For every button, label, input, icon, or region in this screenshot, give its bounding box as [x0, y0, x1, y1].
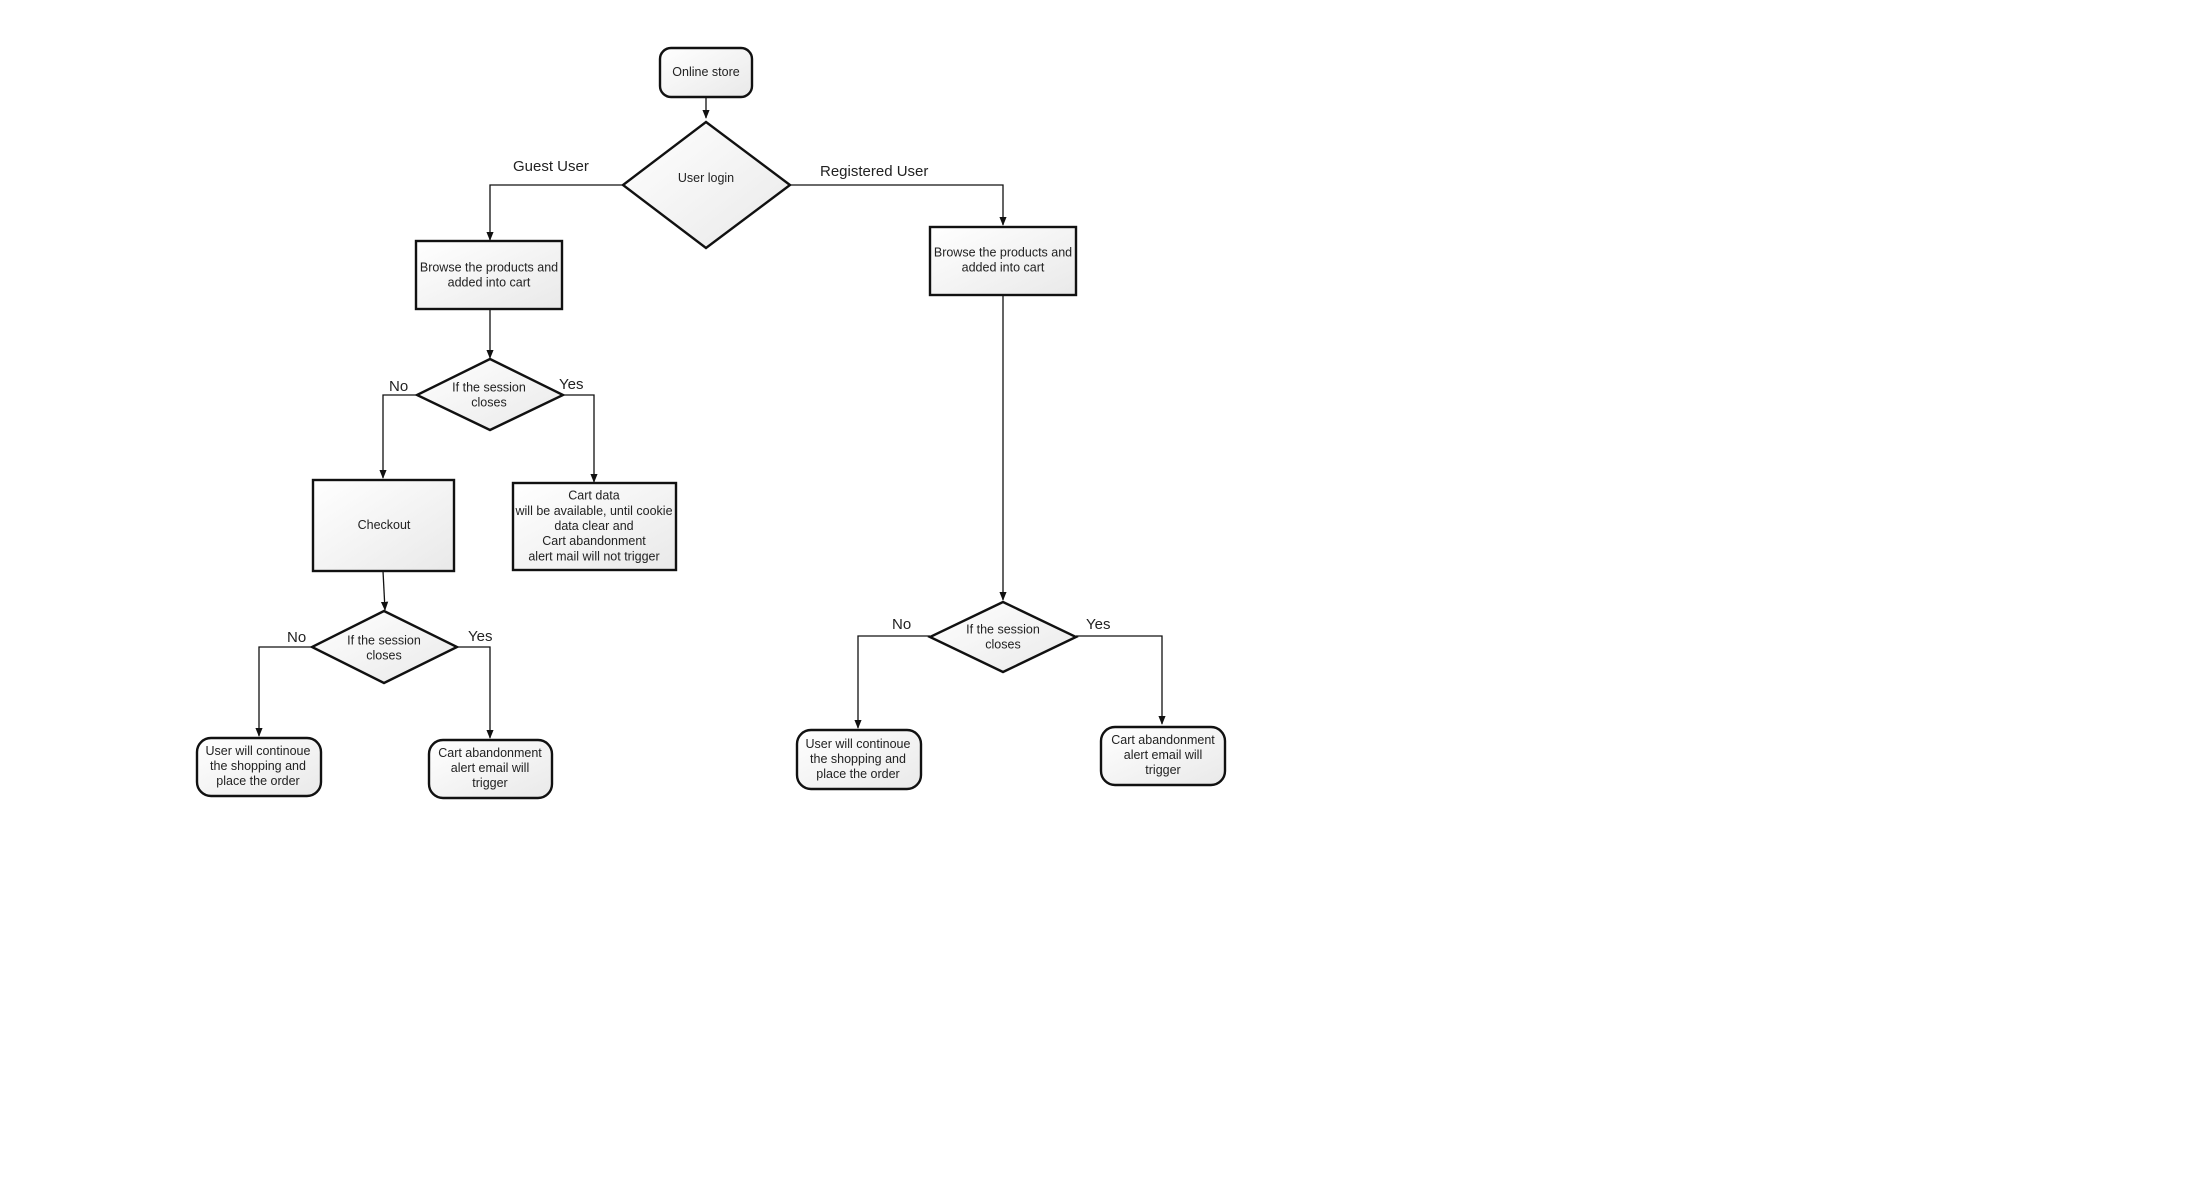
label-guest-session-no: No — [389, 378, 408, 395]
edge-login-to-guest-browse — [486, 184, 623, 241]
node-text-line: added into cart — [448, 276, 531, 290]
edge-checkout-session-no — [255, 646, 312, 737]
process-shape — [414, 239, 564, 311]
node-text-line: will be available, until cookie — [514, 504, 672, 518]
edges — [255, 97, 1166, 739]
node-text-line: Browse the products and — [420, 261, 558, 275]
node-text-line: place the order — [216, 774, 299, 788]
node-text-line: If the session — [347, 634, 421, 648]
node-text-line: User will continoue — [206, 744, 311, 758]
terminal-shape — [658, 46, 754, 99]
node-start: Online store — [658, 46, 754, 99]
node-text-line: Cart data — [568, 489, 619, 503]
edge-login-to-reg-browse — [790, 184, 1007, 226]
node-text-line: closes — [471, 396, 506, 410]
node-text-line: trigger — [1145, 763, 1180, 777]
label-guest-session-yes: Yes — [559, 376, 583, 393]
node-text-line: Cart abandonment — [438, 746, 542, 760]
decision-shape — [414, 357, 566, 432]
node-text-line: the shopping and — [210, 759, 306, 773]
node-text-line: alert mail will not trigger — [528, 549, 659, 563]
node-text-line: Browse the products and — [934, 246, 1072, 260]
terminal-shape — [195, 736, 323, 798]
process-shape — [311, 478, 456, 573]
process-shape — [511, 481, 678, 572]
process-shape — [928, 225, 1078, 297]
node-text-line: Online store — [672, 65, 739, 79]
terminal-shape — [427, 738, 554, 800]
edge-reg-session-no — [854, 635, 930, 729]
node-text-line: User login — [678, 171, 734, 185]
edge-reg-session-yes — [1076, 635, 1166, 725]
edge-labels: Guest User Registered User No Yes No Yes… — [287, 158, 1110, 646]
node-text-line: If the session — [452, 381, 526, 395]
node-text-line: alert email will — [1124, 748, 1203, 762]
node-checkout-text: Checkout — [358, 518, 411, 532]
edge-guest-session-no — [379, 394, 417, 479]
label-guest-user: Guest User — [513, 158, 589, 175]
node-text-line: If the session — [966, 623, 1040, 637]
node-text-line: Cart abandonment — [1111, 733, 1215, 747]
node-checkout: Checkout — [311, 478, 456, 573]
node-text-line: data clear and — [554, 519, 633, 533]
node-start-text: Online store — [672, 65, 739, 79]
edge-checkout-to-session — [380, 570, 389, 611]
node-text-line: closes — [985, 638, 1020, 652]
node-text-line: closes — [366, 649, 401, 663]
decision-shape — [309, 609, 460, 685]
edge-guest-session-yes — [563, 394, 598, 483]
node-text-line: trigger — [472, 776, 507, 790]
node-text-line: Checkout — [358, 518, 411, 532]
label-registered-user: Registered User — [820, 163, 928, 180]
node-login: User login — [621, 120, 792, 250]
node-text-line: the shopping and — [810, 752, 906, 766]
label-reg-session-yes: Yes — [1086, 616, 1110, 633]
node-text-line: added into cart — [962, 261, 1045, 275]
decision-shape — [621, 120, 792, 250]
terminal-shape — [1099, 725, 1227, 787]
label-checkout-session-yes: Yes — [468, 628, 492, 645]
label-checkout-session-no: No — [287, 629, 306, 646]
edge-checkout-session-yes — [457, 646, 494, 739]
node-login-text: User login — [678, 171, 734, 185]
node-text-line: alert email will — [451, 761, 530, 775]
node-text-line: place the order — [816, 767, 899, 781]
decision-shape — [927, 600, 1079, 674]
node-text-line: User will continoue — [806, 737, 911, 751]
terminal-shape — [795, 728, 923, 791]
node-text-line: Cart abandonment — [542, 534, 646, 548]
label-reg-session-no: No — [892, 616, 911, 633]
